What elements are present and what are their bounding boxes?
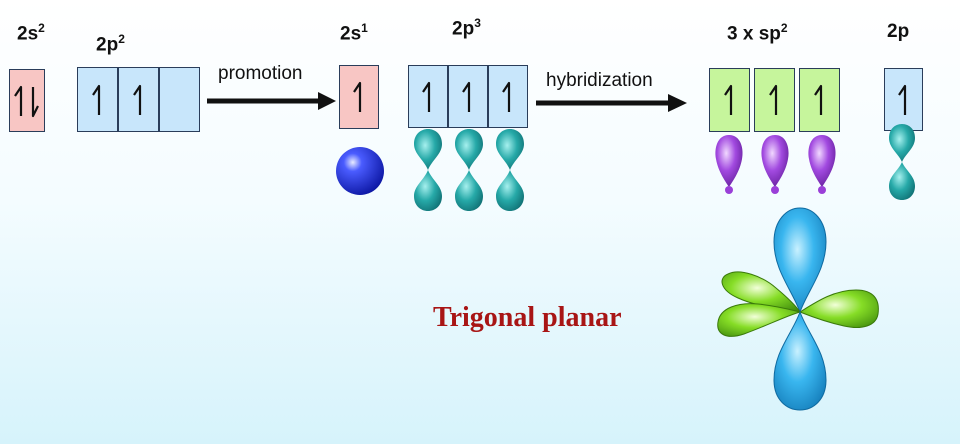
label-sp2-hybrid: 3 x sp2 <box>727 21 788 45</box>
caption-trigonal-planar: Trigonal planar <box>433 302 622 333</box>
p-orbital-dumbbell-icon <box>455 129 483 211</box>
box-2p-excited-1 <box>408 65 448 128</box>
hybridization-label: hybridization <box>546 70 653 91</box>
p-orbital-dumbbell-icon <box>889 124 915 200</box>
p-orbital-dumbbell-icon <box>496 129 524 211</box>
label-2s-ground: 2s2 <box>17 21 45 45</box>
label-2p-excited: 2p3 <box>452 16 481 40</box>
trigonal-planar-model-icon <box>717 207 879 411</box>
label-2p-ground: 2p2 <box>96 32 125 56</box>
promotion-label: promotion <box>218 63 303 84</box>
box-2p-remaining <box>884 68 923 131</box>
sp2-orbital-lobe-icon <box>761 135 789 194</box>
box-2s-excited <box>339 65 379 129</box>
hybridization-arrow-icon <box>536 94 687 112</box>
box-2p-ground-1 <box>77 67 118 132</box>
box-2p-excited-3 <box>488 65 528 128</box>
sp2-orbital-lobe-icon <box>808 135 836 194</box>
box-2s-ground <box>9 69 45 132</box>
box-2p-ground-2 <box>118 67 159 132</box>
s-orbital-sphere-icon <box>336 147 384 195</box>
box-2p-ground-3 <box>159 67 200 132</box>
promotion-arrow-icon <box>207 92 336 110</box>
label-2s-excited: 2s1 <box>340 21 368 45</box>
sp2-orbital-lobe-icon <box>715 135 743 194</box>
box-sp2-1 <box>709 68 750 132</box>
label-2p-remaining: 2p <box>887 21 910 42</box>
box-sp2-3 <box>799 68 840 132</box>
box-2p-excited-2 <box>448 65 488 128</box>
p-orbital-dumbbell-icon <box>414 129 442 211</box>
box-sp2-2 <box>754 68 795 132</box>
